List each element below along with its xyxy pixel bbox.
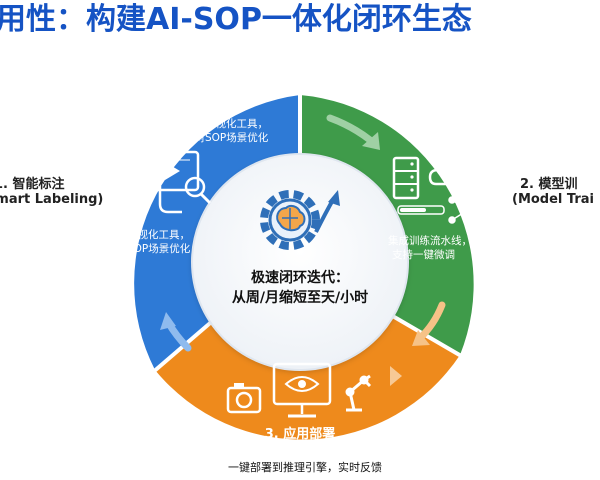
arrow-orange-to-blue-head: [160, 312, 176, 330]
page-title: 用性：构建AI-SOP一体化闭环生态: [0, 2, 472, 37]
progress-bar-icon: [397, 205, 445, 215]
stage-label-training: 2. 模型训: [520, 177, 578, 192]
server-icon: [392, 156, 420, 200]
touch-screen-icon: [144, 150, 200, 214]
labeling-desc-top-line1: 内置可视化工具，: [184, 118, 268, 130]
labeling-desc-inner-line2: 针对SOP场景优化: [106, 243, 191, 255]
magnifier-icon: [184, 176, 212, 205]
neural-network-icon: [448, 192, 488, 228]
camera-icon: [226, 383, 262, 414]
labeling-desc-inner-line1: 内置可视化工具，: [106, 229, 190, 241]
arrow-blue-to-green-head: [362, 132, 380, 150]
upward-arrow-icon: [314, 190, 340, 233]
arrow-green-to-orange-head: [412, 330, 430, 346]
center-line1: 极速闭环迭代：: [251, 270, 349, 286]
center-circle: [192, 154, 408, 370]
stage-label-labeling-en: (Smart Labeling): [0, 192, 104, 207]
arrow-blue-to-green: [326, 114, 374, 144]
deployment-desc: 一键部署到推理引擎，实时反馈: [228, 461, 382, 474]
monitor-eye-icon: [272, 362, 332, 418]
stage-label-deployment-en: (Application Deployment): [245, 441, 355, 451]
stage-label-training-en: (Model Trai: [512, 192, 594, 207]
stage-label-labeling: 1. 智能标注: [0, 177, 65, 192]
training-desc-line2: 支持一键微调: [392, 249, 455, 261]
robot-arm-icon: [345, 374, 372, 412]
arrow-small-icon: [390, 366, 402, 386]
labeling-desc-top-line2: 针对SOP场景优化: [184, 132, 269, 144]
gear-brain-icon: [260, 190, 320, 250]
training-desc-line1: 集成训练流水线，: [388, 235, 472, 247]
center-line2: 从周/月缩短至天/小时: [231, 290, 369, 306]
stage-label-deployment: 3. 应用部署: [264, 427, 336, 442]
cloud-icon: [428, 158, 472, 186]
